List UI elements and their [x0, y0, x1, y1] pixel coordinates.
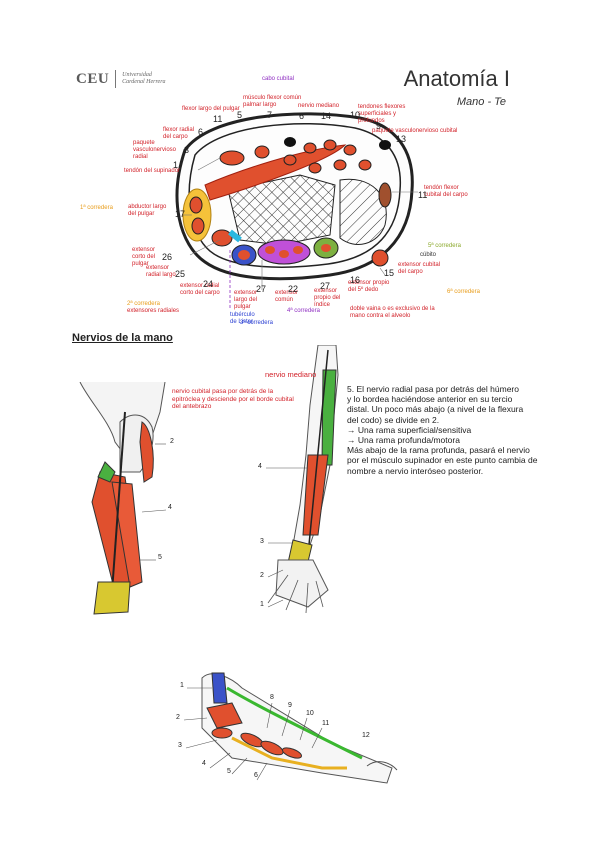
median-nerve-figure: 4 3 2 1 — [248, 345, 348, 615]
number-9: 9 — [376, 121, 382, 131]
median-nerve-annotation: nervio mediano — [265, 370, 317, 379]
number-1: 1 — [173, 160, 179, 170]
number-16: 16 — [350, 275, 361, 285]
document-title: Anatomía I — [403, 66, 510, 91]
section-heading: Nervios de la mano — [72, 332, 173, 344]
number-2: 2 — [170, 438, 174, 445]
number-4: 4 — [168, 504, 172, 511]
number-4-forearm: 4 — [202, 760, 206, 767]
number-1-arm: 1 — [260, 601, 264, 608]
wrist-cross-section-figure: cabo cubital flexor largo del pulgar mús… — [0, 0, 600, 330]
number-25: 27 — [320, 281, 331, 291]
label-doble-vaina: doble vaina o es exclusivo de la mano co… — [350, 306, 435, 319]
ulnar-nerve-annotation: nervio cubital pasa por detrás de la epi… — [172, 388, 294, 410]
text-line: del codo) se divide en 2. — [347, 414, 440, 425]
number-13: 13 — [396, 134, 407, 144]
number-6-forearm: 6 — [254, 772, 258, 779]
median-nerve-drawing — [266, 345, 339, 614]
number-5-forearm: 5 — [227, 768, 231, 775]
text-line: 5. El nervio radial pasa por detrás del … — [347, 384, 519, 394]
number-12-forearm: 12 — [362, 732, 370, 739]
number-1-forearm: 1 — [180, 682, 184, 689]
label-corredera-6: 6ª corredera — [447, 289, 480, 295]
label-extensor-indice: extensor propio del índice — [314, 288, 341, 308]
label-flexor-cubital: tendón flexor cubital del carpo — [424, 185, 468, 198]
number-8: 7 — [267, 110, 273, 120]
label-nervio-mediano: nervio mediano — [298, 103, 340, 109]
number-6: 6 — [198, 127, 204, 137]
number-19: 22 — [288, 284, 299, 294]
label-corredera-4: 4ª corredera — [287, 308, 320, 314]
label-flexor-radial: flexor radial del carpo — [163, 127, 195, 140]
label-cubito: cúbito — [420, 252, 437, 258]
number-2-forearm: 2 — [176, 714, 180, 721]
label-tuberculo-lister: tubérculo de Lister — [230, 312, 255, 325]
label-flexor-palmar: músculo flexor común palmar largo — [243, 95, 302, 108]
text-line: → Una rama profunda/motora — [347, 435, 460, 446]
label-cabo-cubital: cabo cubital — [262, 76, 295, 82]
number-14: 14 — [321, 111, 332, 121]
number-3: 3 — [184, 145, 190, 155]
radial-nerve-text: 5. El nervio radial pasa por detrás del … — [347, 384, 542, 476]
label-corredera-5: 5ª corredera — [428, 243, 461, 249]
number-2-arm: 2 — [260, 572, 264, 579]
number-5: 5 — [158, 554, 162, 561]
number-8-forearm: 8 — [270, 694, 274, 701]
label-paquete-radial: paquete vasculonervioso radial — [133, 140, 177, 160]
ulnar-nerve-drawing — [79, 382, 167, 615]
number-24: 11 — [213, 114, 223, 124]
number-15: 15 — [384, 268, 395, 278]
number-3-forearm: 3 — [178, 742, 182, 749]
text-line: distal. Un poco más abajo (a nivel de la… — [347, 404, 524, 415]
number-4-arm: 4 — [258, 463, 262, 470]
label-abductor-largo: abductor largo del pulgar — [128, 204, 167, 217]
label-extensor-corto: extensor corto del pulgar — [132, 247, 156, 267]
label-extensor-5-dedo: extensor propio del 5º dedo — [348, 280, 390, 293]
label-corredera-3: 3ª corredera — [240, 320, 273, 326]
label-corredera-1: 1ª corredera — [80, 205, 113, 211]
label-tendones-flexores: tendones flexores superficiales y profun… — [358, 104, 406, 124]
label-corredera-2-desc: extensores radiales — [127, 308, 180, 314]
text-line: y lo bordea haciéndose anterior en su te… — [347, 394, 513, 405]
university-logo: CEU Universidad Cardenal Herrera — [76, 70, 172, 88]
number-11: 11 — [418, 190, 428, 200]
document-subtitle: Mano - Te — [456, 96, 506, 108]
text-line: por el músculo supinador en este punto c… — [347, 455, 538, 466]
number-27: 26 — [162, 252, 173, 262]
radial-nerve-drawing — [183, 672, 398, 784]
number-11-forearm: 11 — [322, 720, 330, 727]
number-20: 24 — [203, 279, 214, 289]
number-7: 6 — [299, 111, 305, 121]
number-22: 25 — [175, 269, 186, 279]
number-9-forearm: 9 — [288, 702, 292, 709]
number-17: 17 — [175, 209, 186, 219]
number-3-arm: 3 — [260, 538, 264, 545]
text-line: → Una rama superficial/sensitiva — [347, 424, 472, 435]
label-extensor-cubital: extensor cubital del carpo — [398, 262, 441, 275]
logo-divider — [115, 70, 117, 88]
radial-nerve-figure: 1 2 3 4 5 6 8 9 10 11 12 — [172, 658, 402, 788]
ulnar-nerve-figure: 2 4 5 — [70, 382, 174, 622]
text-line: nombre a nervio interóseo posterior. — [347, 465, 484, 476]
logo-university: Universidad Cardenal Herrera — [122, 72, 166, 85]
label-flexor-largo-pulgar: flexor largo del pulgar — [182, 106, 240, 112]
label-extensor-comun: extensor común — [275, 290, 299, 303]
number-10: 10 — [350, 110, 361, 120]
wrist-cross-section-drawing — [175, 112, 418, 310]
label-extensor-radial-largo: extensor radial largo — [146, 265, 176, 278]
text-line: Más abajo de la rama profunda, pasará el… — [347, 445, 530, 456]
number-26: 27 — [256, 284, 267, 294]
label-extensor-largo-pulgar: extensor largo del pulgar — [234, 290, 258, 310]
label-corredera-2: 2ª corredera — [127, 301, 160, 307]
number-10-forearm: 10 — [306, 710, 314, 717]
label-paquete-cubital: paquete vasculonervioso cubital — [372, 128, 458, 134]
number-5: 5 — [237, 110, 243, 120]
label-tendon-supinador: tendón del supinador — [124, 168, 181, 174]
label-extensor-radial-corto: extensor radial corto del carpo — [180, 283, 220, 296]
logo-ceu: CEU — [76, 70, 110, 87]
